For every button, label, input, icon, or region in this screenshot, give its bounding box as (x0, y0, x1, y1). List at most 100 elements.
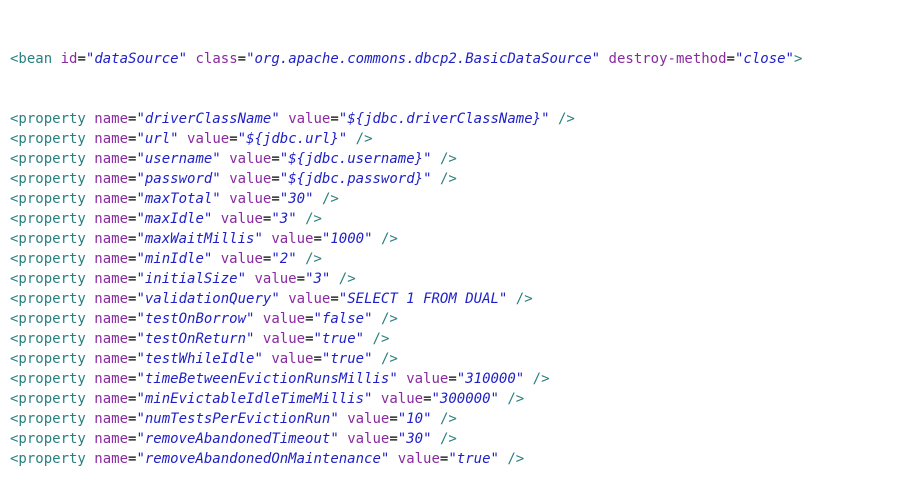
property-self-close: /> (380, 231, 398, 247)
property-line: <property name="minEvictableIdleTimeMill… (10, 391, 525, 407)
property-value-value: "${jdbc.driverClassName}" (338, 111, 550, 127)
property-line: <property name="password" value="${jdbc.… (10, 171, 457, 187)
property-list: <property name="driverClassName" value="… (10, 109, 900, 469)
code-editor[interactable]: <bean id="dataSource" class="org.apache.… (10, 9, 900, 489)
property-name-value: "testOnBorrow" (136, 311, 255, 327)
property-name-value: "removeAbandonedTimeout" (136, 431, 339, 447)
property-name-value: "driverClassName" (136, 111, 280, 127)
property-name-attr: name (94, 271, 129, 287)
property-value-value: "30" (279, 191, 314, 207)
property-self-close: /> (305, 211, 322, 227)
property-self-close: /> (380, 351, 398, 367)
property-value-attr: value (187, 131, 230, 147)
property-self-close: /> (557, 111, 575, 127)
property-name-attr: name (94, 431, 129, 447)
property-open-tag: <property (10, 431, 86, 447)
property-value-value: "true" (448, 451, 499, 467)
property-name-attr: name (94, 111, 129, 127)
property-name-value: "maxIdle" (136, 211, 213, 227)
bean-attr-value: "org.apache.commons.dbcp2.BasicDataSourc… (246, 51, 601, 67)
property-self-close: /> (439, 171, 457, 187)
property-value-value: "310000" (456, 371, 525, 387)
property-self-close: /> (507, 391, 525, 407)
bean-attr-name: class (195, 51, 238, 67)
property-line: <property name="testWhileIdle" value="tr… (10, 351, 398, 367)
property-value-attr: value (271, 351, 314, 367)
property-value-attr: value (254, 271, 297, 287)
bean-attr-name: id (60, 51, 78, 67)
property-open-tag: <property (10, 131, 86, 147)
property-value-value: "3" (305, 271, 331, 287)
property-name-value: "url" (136, 131, 179, 147)
property-name-value: "testOnReturn" (136, 331, 255, 347)
property-name-attr: name (94, 371, 129, 387)
property-self-close: /> (439, 151, 457, 167)
bean-close-bracket: > (794, 51, 803, 67)
property-line: <property name="minIdle" value="2" /> (10, 251, 322, 267)
property-self-close: /> (321, 191, 339, 207)
property-value-attr: value (262, 311, 306, 327)
property-name-value: "minEvictableIdleTimeMillis" (136, 391, 373, 407)
property-name-attr: name (94, 211, 129, 227)
property-line: <property name="testOnReturn" value="tru… (10, 331, 390, 347)
property-value-attr: value (229, 171, 272, 187)
property-value-value: "true" (321, 351, 373, 367)
property-name-value: "validationQuery" (136, 291, 280, 307)
bean-line: <bean id="dataSource" class="org.apache.… (10, 51, 803, 67)
property-value-attr: value (262, 331, 306, 347)
property-self-close: /> (355, 131, 373, 147)
bean-attr-value: "dataSource" (85, 51, 188, 67)
property-self-close: /> (507, 451, 525, 467)
property-line: <property name="testOnBorrow" value="fal… (10, 311, 398, 327)
property-value-attr: value (229, 151, 272, 167)
bean-attr-name: destroy-method (608, 51, 727, 67)
property-line: <property name="url" value="${jdbc.url}"… (10, 131, 373, 147)
property-name-value: "maxWaitMillis" (136, 231, 263, 247)
property-open-tag: <property (10, 211, 86, 227)
property-line: <property name="driverClassName" value="… (10, 111, 575, 127)
property-value-attr: value (347, 411, 390, 427)
property-name-attr: name (94, 411, 129, 427)
property-name-value: "timeBetweenEvictionRunsMillis" (136, 371, 398, 387)
property-name-value: "maxTotal" (136, 191, 221, 207)
property-value-attr: value (380, 391, 424, 407)
property-value-value: "true" (313, 331, 365, 347)
property-name-value: "testWhileIdle" (136, 351, 263, 367)
property-line: <property name="maxIdle" value="3" /> (10, 211, 322, 227)
property-open-tag: <property (10, 291, 86, 307)
property-open-tag: <property (10, 411, 86, 427)
property-line: <property name="numTestsPerEvictionRun" … (10, 411, 457, 427)
property-line: <property name="username" value="${jdbc.… (10, 151, 457, 167)
property-line: <property name="maxWaitMillis" value="10… (10, 231, 398, 247)
property-open-tag: <property (10, 251, 86, 267)
property-name-attr: name (94, 451, 129, 467)
property-self-close: /> (380, 311, 398, 327)
property-name-attr: name (94, 291, 129, 307)
property-name-attr: name (94, 331, 129, 347)
property-name-value: "numTestsPerEvictionRun" (136, 411, 339, 427)
property-name-value: "password" (136, 171, 221, 187)
property-name-attr: name (94, 311, 129, 327)
property-name-attr: name (94, 231, 129, 247)
property-line: <property name="removeAbandonedOnMainten… (10, 451, 525, 467)
property-value-value: "30" (397, 431, 432, 447)
property-self-close: /> (372, 331, 390, 347)
property-open-tag: <property (10, 351, 86, 367)
property-open-tag: <property (10, 151, 86, 167)
property-name-attr: name (94, 151, 129, 167)
property-open-tag: <property (10, 451, 86, 467)
property-name-value: "removeAbandonedOnMaintenance" (136, 451, 390, 467)
property-self-close: /> (515, 291, 533, 307)
property-open-tag: <property (10, 271, 86, 287)
property-value-attr: value (229, 191, 272, 207)
property-name-value: "minIdle" (136, 251, 213, 267)
property-value-attr: value (397, 451, 440, 467)
property-line: <property name="timeBetweenEvictionRunsM… (10, 371, 550, 387)
property-value-value: "2" (271, 251, 297, 267)
property-name-attr: name (94, 191, 129, 207)
property-name-attr: name (94, 171, 129, 187)
property-value-value: "300000" (431, 391, 499, 407)
property-value-value: "${jdbc.username}" (279, 151, 432, 167)
property-open-tag: <property (10, 391, 86, 407)
property-name-attr: name (94, 251, 129, 267)
